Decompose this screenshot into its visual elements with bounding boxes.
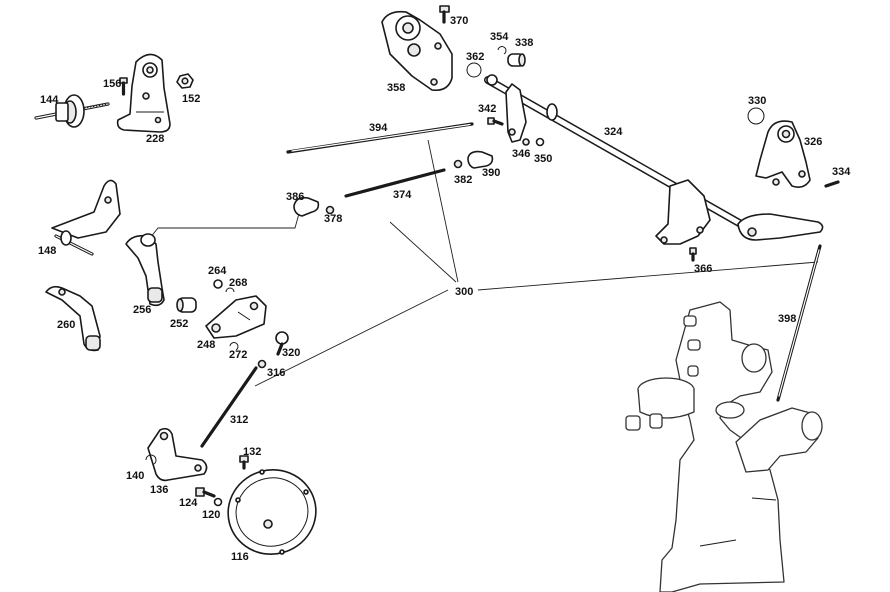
part-362-354-338 <box>466 46 526 78</box>
part-324 <box>484 74 824 245</box>
label-330: 330 <box>748 95 766 107</box>
label-248: 248 <box>197 339 215 351</box>
part-260 <box>45 285 101 352</box>
label-382: 382 <box>454 174 472 186</box>
label-378: 378 <box>324 213 342 225</box>
label-324: 324 <box>604 126 623 138</box>
label-326: 326 <box>804 136 822 148</box>
label-252: 252 <box>170 318 188 330</box>
label-152: 152 <box>182 93 200 105</box>
part-342-346-350 <box>487 117 545 147</box>
label-366: 366 <box>694 263 712 275</box>
label-228: 228 <box>146 133 164 145</box>
label-346: 346 <box>512 148 530 160</box>
part-382-390 <box>453 150 494 169</box>
label-272: 272 <box>229 349 247 361</box>
part-132 <box>239 455 249 470</box>
label-350: 350 <box>534 153 552 165</box>
label-144: 144 <box>40 94 59 106</box>
part-320 <box>275 331 289 356</box>
part-144 <box>34 94 110 128</box>
label-132: 132 <box>243 446 261 458</box>
label-120: 120 <box>202 509 220 521</box>
part-148 <box>51 179 121 256</box>
part-330 <box>747 107 765 125</box>
part-312 <box>200 366 258 448</box>
label-390: 390 <box>482 167 500 179</box>
label-320: 320 <box>282 347 300 359</box>
label-358: 358 <box>387 82 405 94</box>
label-338: 338 <box>515 37 533 49</box>
part-124-120 <box>195 487 223 507</box>
label-334: 334 <box>832 166 851 178</box>
part-358 <box>381 10 453 92</box>
part-374 <box>344 168 446 198</box>
label-256: 256 <box>133 304 151 316</box>
part-326 <box>755 120 811 188</box>
part-228 <box>116 53 171 133</box>
label-342: 342 <box>478 103 496 115</box>
label-136: 136 <box>150 484 168 496</box>
label-354: 354 <box>490 31 509 43</box>
part-116 <box>227 469 317 555</box>
engine-block <box>625 301 823 592</box>
label-394: 394 <box>369 122 388 134</box>
part-394 <box>286 122 474 154</box>
part-256 <box>125 233 165 307</box>
label-268: 268 <box>229 277 247 289</box>
label-370: 370 <box>450 15 468 27</box>
part-264-268 <box>213 279 235 293</box>
label-300: 300 <box>455 286 473 298</box>
part-370 <box>439 5 450 24</box>
label-374: 374 <box>393 189 412 201</box>
label-116: 116 <box>231 551 249 563</box>
label-264: 264 <box>208 265 227 277</box>
part-272 <box>229 342 239 351</box>
part-386 <box>293 196 335 217</box>
label-148: 148 <box>38 245 56 257</box>
part-248 <box>205 295 267 339</box>
label-260: 260 <box>57 319 75 331</box>
label-362: 362 <box>466 51 484 63</box>
part-156 <box>119 77 128 96</box>
assembly-300-leaders <box>149 139 819 387</box>
label-398: 398 <box>778 313 796 325</box>
label-140: 140 <box>126 470 144 482</box>
part-366 <box>689 247 697 262</box>
label-156: 156 <box>103 78 121 90</box>
part-136 <box>145 427 208 482</box>
label-386: 386 <box>286 191 304 203</box>
part-252 <box>176 297 197 313</box>
part-316 <box>257 359 267 369</box>
part-334 <box>824 180 840 188</box>
part-152 <box>176 73 194 89</box>
label-316: 316 <box>267 367 285 379</box>
part-398 <box>776 244 822 402</box>
part-labels: 144 156 152 228 148 256 260 252 264 268 … <box>38 15 851 563</box>
label-124: 124 <box>179 497 198 509</box>
label-312: 312 <box>230 414 248 426</box>
